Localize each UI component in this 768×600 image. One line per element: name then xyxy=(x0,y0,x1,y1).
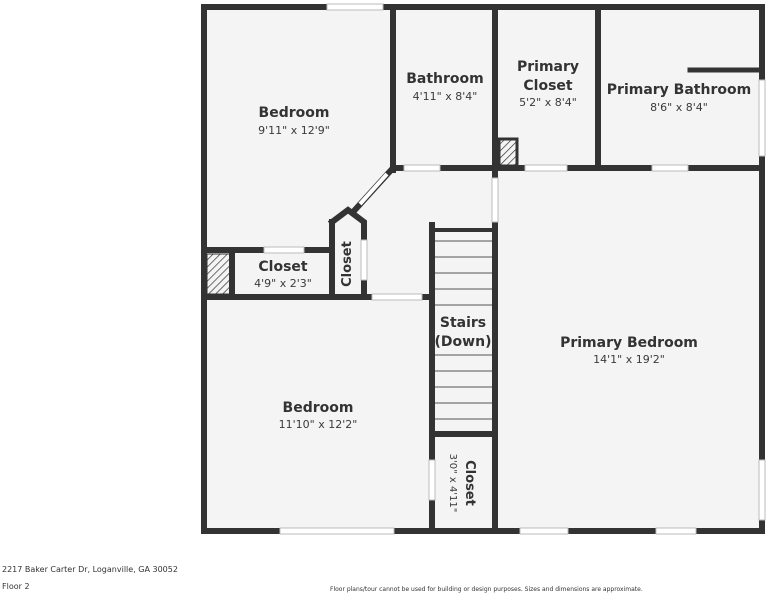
floor-area xyxy=(202,5,764,533)
room-dims-bedroom-bottom: 11'10" x 12'2" xyxy=(279,418,358,431)
disclaimer-text: Floor plans/tour cannot be used for buil… xyxy=(330,586,643,593)
room-dims-closet-small: 4'9" x 2'3" xyxy=(254,277,312,290)
stair-treads xyxy=(435,240,492,420)
room-name-primary-closet-1: Primary xyxy=(517,59,579,75)
room-dims-bedroom-top: 9'11" x 12'9" xyxy=(258,124,330,137)
room-dims-bathroom: 4'11" x 8'4" xyxy=(413,90,478,103)
chase-hatch-closet xyxy=(497,137,519,168)
room-dims-primary-closet: 5'2" x 8'4" xyxy=(519,96,577,109)
room-name-bedroom-bottom: Bedroom xyxy=(283,400,354,416)
room-name-primary-bedroom: Primary Bedroom xyxy=(560,335,698,351)
room-name-closet-vertical: Closet xyxy=(340,241,355,287)
room-dims-primary-bathroom: 8'6" x 8'4" xyxy=(650,101,708,114)
floor-label: Floor 2 xyxy=(2,582,30,591)
room-name-bathroom: Bathroom xyxy=(406,71,484,87)
diagonal-door xyxy=(358,172,389,206)
address-text: 2217 Baker Carter Dr, Loganville, GA 300… xyxy=(2,565,178,574)
chase-hatch-left xyxy=(206,253,231,295)
room-name-primary-bathroom: Primary Bathroom xyxy=(607,82,751,98)
room-dims-primary-bedroom: 14'1" x 19'2" xyxy=(593,353,665,366)
stairs-top-cap xyxy=(432,228,495,232)
room-name-stairs-2: (Down) xyxy=(435,334,492,350)
room-name-bedroom-top: Bedroom xyxy=(259,105,330,121)
walls xyxy=(201,4,765,534)
room-name-primary-closet-2: Closet xyxy=(523,78,573,94)
room-name-closet-rotated: Closet xyxy=(462,460,477,506)
room-name-stairs-1: Stairs xyxy=(440,315,486,331)
room-name-closet-small: Closet xyxy=(258,259,308,275)
room-dims-closet-rotated: 3'0" x 4'11" xyxy=(447,454,458,513)
openings xyxy=(263,3,766,535)
